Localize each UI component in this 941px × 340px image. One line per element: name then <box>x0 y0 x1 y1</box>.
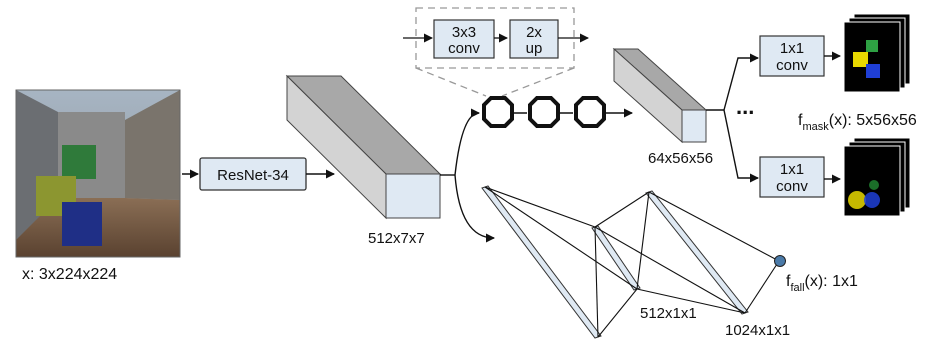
mask-head-top-line2: conv <box>776 57 808 74</box>
upsample-line1: 2x <box>526 24 542 41</box>
input-image <box>16 90 180 257</box>
upsample-line2: up <box>526 40 543 57</box>
conv3x3-line1: 3x3 <box>452 24 476 41</box>
mask-output-stack-bottom <box>844 138 910 216</box>
upsample-nodes <box>484 98 604 126</box>
mask-feature-block <box>614 49 706 142</box>
fc-first-label: 512x1x1 <box>640 305 697 322</box>
green-cube <box>62 145 96 179</box>
ellipsis: ... <box>736 94 754 119</box>
blue-cube <box>62 202 102 246</box>
fall-output-node <box>775 256 786 267</box>
mask-head-bottom-line2: conv <box>776 178 808 195</box>
mask-head-bottom-line1: 1x1 <box>780 161 804 178</box>
fc-second-label: 1024x1x1 <box>725 322 790 339</box>
resnet-label: ResNet-34 <box>217 167 289 184</box>
conv3x3-line2: conv <box>448 40 480 57</box>
mask-output-stack-top <box>844 14 910 92</box>
mask-feature-label: 64x56x56 <box>648 150 713 167</box>
feature-map-label: 512x7x7 <box>368 230 425 247</box>
mask-head-top-line1: 1x1 <box>780 40 804 57</box>
fall-output-label: ffall(x): 1x1 <box>786 273 858 294</box>
mask-output-label: fmask(x): 5x56x56 <box>798 112 917 133</box>
feature-map-block <box>287 76 440 218</box>
fc-layers <box>482 186 786 338</box>
input-label: x: 3x224x224 <box>22 266 117 283</box>
